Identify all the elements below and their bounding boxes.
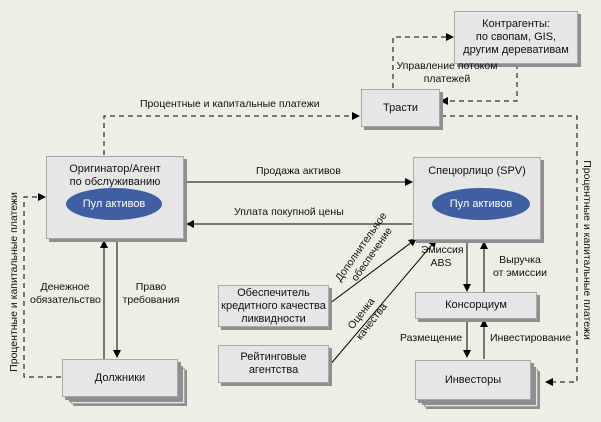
issue-proceeds-line-1: Выручка	[499, 254, 541, 266]
trust-box: Трасти	[361, 89, 440, 127]
debtors-box: Должники	[62, 359, 185, 404]
claim-right-line-2: требования	[122, 294, 180, 306]
investors-box: Инвесторы	[415, 360, 538, 407]
originator-line-1: Оригинатор/Агент	[69, 163, 161, 175]
originator-asset-pool: Пул активов	[66, 188, 162, 220]
interest-capital-top-label: Процентные и капитальные платежи	[140, 98, 320, 110]
claim-right-label: Право требования	[121, 281, 181, 307]
originator-pool-label: Пул активов	[82, 198, 146, 210]
arrow-interest-right	[441, 115, 578, 386]
trust-label: Трасти	[382, 101, 419, 114]
consortium-box: Консорциум	[415, 292, 537, 319]
rating-agencies-box: Рейтинговые агентства	[218, 345, 329, 383]
consortium-label: Консорциум	[445, 299, 507, 311]
rating-agencies-line-2: агентства	[248, 364, 299, 376]
payment-flow-mgmt-line-1: Управление потоком	[396, 60, 498, 72]
payment-flow-mgmt-label: Управление потоком платежей	[396, 60, 498, 86]
investors-label: Инвесторы	[444, 373, 502, 386]
originator-line-2: по обслуживанию	[69, 176, 161, 188]
arrow-interest-left	[23, 193, 61, 378]
counterparties-line-3: другим деревативам	[463, 44, 569, 56]
claim-right-line-1: Право	[135, 281, 167, 293]
arrow-quality-rating	[328, 239, 437, 367]
purchase-payment-label: Уплата покупной цены	[234, 206, 344, 218]
counterparties-line-2: по свопам, GIS,	[475, 31, 557, 43]
arrow-additional-security	[328, 238, 417, 305]
arrow-trust-to-counterparties	[392, 33, 454, 88]
placement-label: Размещение	[400, 332, 463, 344]
credit-enhancer-line-2: кредитного качества	[221, 299, 326, 312]
payment-flow-mgmt-line-2: платежей	[423, 73, 471, 85]
issue-proceeds-line-2: от эмиссии	[492, 267, 547, 279]
monetary-obligation-label: Денежное обязательство	[30, 281, 101, 307]
monetary-obligation-line-2: обязательство	[30, 294, 101, 306]
interest-capital-right-label: Процентные и капитальные платежи	[581, 160, 593, 340]
abs-issue-label: Эмиссия ABS	[421, 244, 464, 270]
abs-issue-line-2: ABS	[430, 257, 452, 269]
abs-issue-line-1: Эмиссия	[421, 244, 464, 256]
spv-pool-label: Пул активов	[449, 198, 513, 210]
monetary-obligation-line-1: Денежное	[40, 281, 90, 293]
asset-sale-label: Продажа активов	[256, 165, 341, 177]
counterparties-box: Контрагенты: по свопам, GIS, другим дере…	[454, 11, 578, 64]
credit-enhancer-line-3: ликвидности	[241, 312, 306, 325]
debtors-label: Должники	[94, 371, 146, 384]
issue-proceeds-label: Выручка от эмиссии	[490, 254, 550, 280]
interest-capital-left-label: Процентные и капитальные платежи	[8, 192, 20, 372]
rating-agencies-line-1: Рейтинговые	[240, 351, 307, 363]
counterparties-line-1: Контрагенты:	[482, 18, 550, 30]
credit-enhancer-line-1: Обеспечитель	[237, 286, 310, 299]
credit-enhancer-box: Обеспечитель кредитного качества ликвидн…	[218, 285, 329, 327]
investing-label: Инвестирование	[490, 332, 572, 344]
arrow-counterparties-to-trust	[440, 64, 518, 105]
originator-box: Оригинатор/Агент по обслуживанию	[46, 156, 184, 239]
spv-asset-pool: Пул активов	[432, 188, 530, 220]
arrow-interest-top	[103, 112, 360, 155]
spv-label: Спецюрлицо (SPV)	[428, 165, 526, 177]
